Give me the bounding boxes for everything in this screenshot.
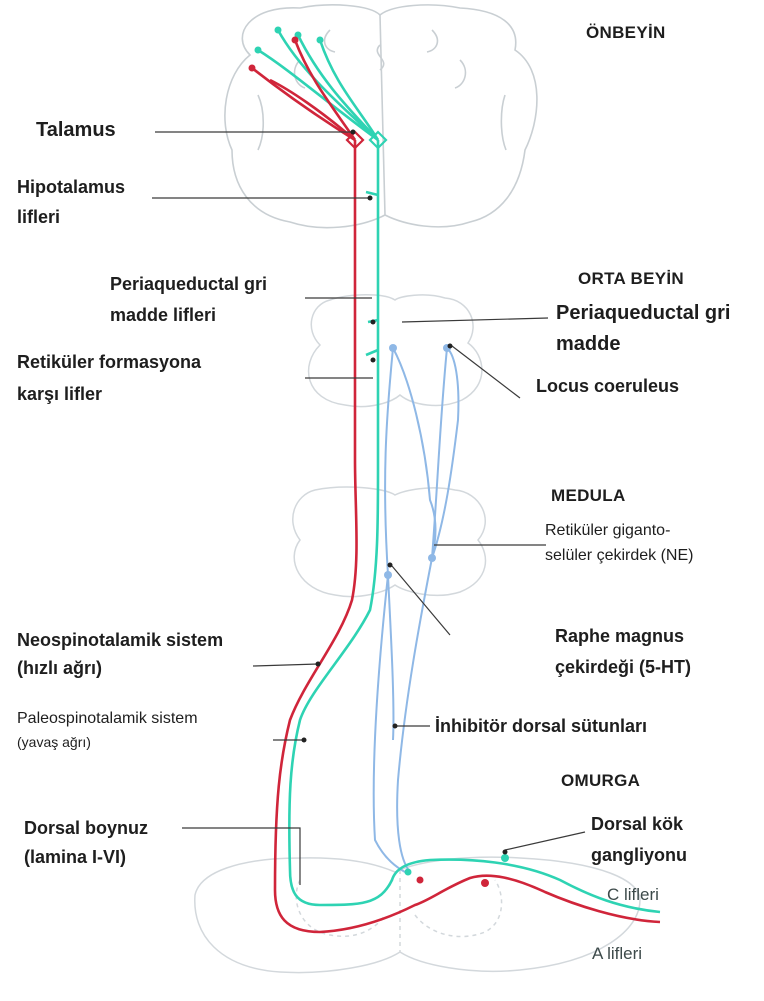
label-gigantocellular-line1: Retiküler giganto-	[545, 520, 670, 542]
label-pag-line1: Periaqueductal gri	[556, 300, 731, 327]
label-pag-fibers-line1: Periaqueductal gri	[110, 272, 267, 296]
label-raphe-line1: Raphe magnus	[555, 624, 684, 648]
label-neospinothalamic-line1: Neospinotalamik sistem	[17, 628, 223, 652]
label-c-fibers: C lifleri	[607, 884, 659, 907]
forebrain-outline	[225, 5, 537, 228]
label-paleospinothalamic-line1: Paleospinotalamik sistem	[17, 708, 198, 730]
label-gigantocellular-line2: selüler çekirdek (NE)	[545, 545, 693, 567]
leader-lines	[152, 132, 585, 885]
label-paleospinothalamic-line2: (yavaş ağrı)	[17, 733, 91, 752]
descending-nuclei	[384, 344, 451, 579]
label-hypothalamus-line2: lifleri	[17, 205, 60, 229]
spinal-cord-outline	[195, 857, 640, 972]
label-raphe-line2: çekirdeği (5-HT)	[555, 655, 691, 679]
label-dorsal-horn-line2: (lamina I-VI)	[24, 845, 126, 869]
descending-inhibitory-pathway	[374, 348, 459, 872]
region-midbrain: ORTA BEYİN	[578, 268, 684, 291]
label-pag-line2: madde	[556, 331, 620, 358]
label-hypothalamus-line1: Hipotalamus	[17, 175, 125, 199]
label-dorsal-horn-line1: Dorsal boynuz	[24, 816, 148, 840]
label-a-fibers: A lifleri	[592, 943, 642, 966]
label-neospinothalamic-line2: (hızlı ağrı)	[17, 656, 102, 680]
label-inhibitory-columns: İnhibitör dorsal sütunları	[435, 714, 647, 738]
label-drg-line1: Dorsal kök	[591, 812, 683, 836]
label-reticular-fibers-line2: karşı lifler	[17, 382, 102, 406]
label-reticular-fibers-line1: Retiküler formasyona	[17, 350, 201, 374]
paleospinothalamic-terminals	[255, 27, 510, 876]
label-drg-line2: gangliyonu	[591, 843, 687, 867]
label-thalamus: Talamus	[36, 117, 116, 144]
region-medulla: MEDULA	[551, 485, 626, 508]
label-pag-fibers-line2: madde lifleri	[110, 303, 216, 327]
label-locus-coeruleus: Locus coeruleus	[536, 374, 679, 398]
region-spine: OMURGA	[561, 770, 640, 793]
region-forebrain: ÖNBEYİN	[586, 22, 666, 45]
